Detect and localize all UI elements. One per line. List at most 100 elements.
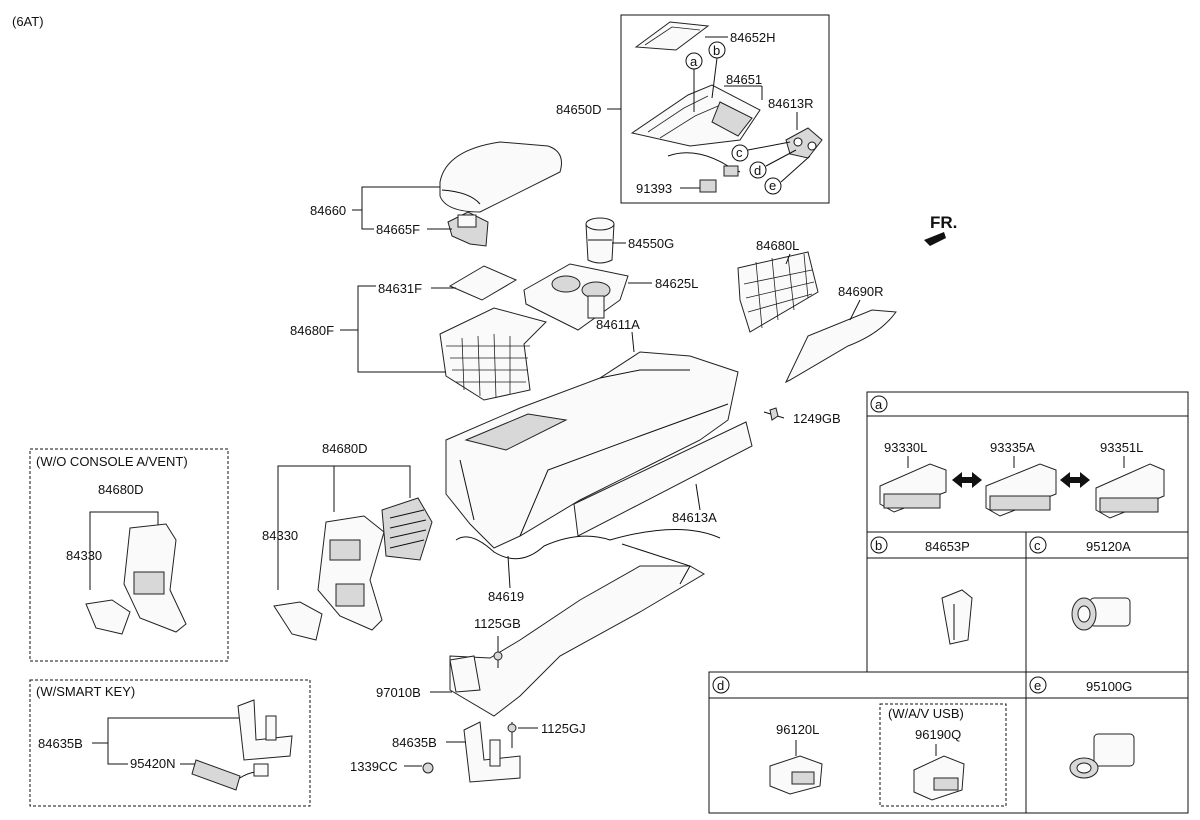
antenna-95420N: [191, 759, 269, 791]
callout-84613R: 84613R: [768, 96, 814, 111]
part-96120L: 96120L: [776, 722, 819, 737]
air-duct-97010B: [449, 543, 705, 717]
side-cover-84613A: [573, 421, 753, 537]
console-body-84611A: [445, 351, 739, 549]
letter-d-top: [749, 161, 767, 179]
table-letter-c: [1029, 536, 1047, 554]
inset-trim-84680D: [123, 523, 187, 633]
bolt-1125GB: [493, 636, 503, 668]
callout-84635B: 84635B: [392, 735, 437, 750]
front-arrow-icon: [924, 232, 946, 246]
swap-arrow-icon-1: [952, 472, 982, 488]
letter-d-label: d: [754, 163, 761, 178]
callout-84651: 84651: [726, 72, 762, 87]
swap-arrow-icon-2: [1060, 472, 1090, 488]
table-letter-c-label: c: [1034, 538, 1041, 553]
rear-vent-grille: [381, 497, 433, 561]
switch-93330L: [879, 463, 947, 513]
callout-84650D: 84650D: [556, 102, 602, 117]
switch-93351L: [1095, 463, 1165, 519]
console-upper-cover-84651: [630, 84, 761, 147]
switch-panel-84613R: [785, 127, 823, 159]
part-93335A: 93335A: [990, 440, 1035, 455]
usb-jack-96190Q: [913, 755, 965, 801]
hinge-84665F: [447, 211, 489, 247]
callout-91393: 91393: [636, 181, 672, 196]
table-letter-b: [870, 536, 888, 554]
harness-84619: [455, 528, 721, 560]
letter-b-label: b: [713, 43, 720, 58]
inset-callout-84330: 84330: [66, 548, 102, 563]
part-96190Q: 96190Q: [915, 727, 961, 742]
letter-c-label: c: [736, 145, 743, 160]
letter-e-top: [764, 177, 782, 195]
side-panel-84680L: [737, 251, 819, 333]
rear-trim-84680D: [317, 515, 385, 631]
callout-1339CC: 1339CC: [350, 759, 398, 774]
callout-84619: 84619: [488, 589, 524, 604]
part-84653P: 84653P: [925, 539, 970, 554]
table-letter-d-label: d: [717, 678, 724, 693]
clip-84653P: [941, 589, 973, 645]
callout-84330-main: 84330: [262, 528, 298, 543]
callout-84660: 84660: [310, 203, 346, 218]
armrest-84660: [439, 141, 562, 213]
inset-smart-key-box: [29, 679, 311, 807]
shift-bezel-84652H: [634, 21, 710, 51]
callout-97010B: 97010B: [376, 685, 421, 700]
table-letter-e-label: e: [1034, 678, 1041, 693]
rear-cover-84330: [273, 601, 323, 641]
part-93351L: 93351L: [1100, 440, 1143, 455]
callout-84680D-main: 84680D: [322, 441, 368, 456]
wiring-91393: [667, 152, 741, 193]
variant-label: (6AT): [12, 14, 44, 29]
letter-e-label: e: [769, 178, 776, 193]
callout-84625L: 84625L: [655, 276, 698, 291]
usb-subbox-title: (W/A/V USB): [888, 706, 964, 721]
cup-insert-84550G: [585, 217, 615, 264]
table-letter-a: [870, 395, 888, 413]
table-letter-e: [1029, 676, 1047, 694]
table-letter-a-label: a: [875, 397, 883, 412]
callout-84631F: 84631F: [378, 281, 422, 296]
side-panel-84690R: [784, 309, 897, 384]
part-95120A: 95120A: [1086, 539, 1131, 554]
callout-84690R: 84690R: [838, 284, 884, 299]
callout-84665F: 84665F: [376, 222, 420, 237]
letter-c-top: [731, 144, 749, 162]
clip-1339CC: [422, 762, 434, 774]
storage-bin-84680F: [439, 307, 547, 401]
callout-84652H: 84652H: [730, 30, 776, 45]
inset-smart-key-title: (W/SMART KEY): [36, 684, 135, 699]
callout-1125GJ: 1125GJ: [541, 721, 586, 736]
callout-1125GB: 1125GB: [474, 616, 521, 631]
bracket-84635B: [463, 721, 521, 783]
letter-a-label: a: [690, 54, 698, 69]
part-93330L: 93330L: [884, 440, 927, 455]
table-letter-d: [712, 676, 730, 694]
part-95100G: 95100G: [1086, 679, 1132, 694]
jack-96120L: [769, 755, 823, 795]
inset-callout-95420N: 95420N: [130, 756, 176, 771]
callout-84611A: 84611A: [596, 317, 640, 332]
bolt-1249GB: [763, 407, 785, 421]
callout-1249GB: 1249GB: [793, 411, 841, 426]
socket-95120A: [1071, 597, 1131, 631]
inset-cover-84330: [85, 599, 131, 635]
detail-table-de: [708, 671, 1189, 814]
callout-84550G: 84550G: [628, 236, 674, 251]
front-marker: FR.: [930, 213, 957, 232]
inset-no-vent-title: (W/O CONSOLE A/VENT): [36, 454, 188, 469]
callout-84680F: 84680F: [290, 323, 334, 338]
usb-subbox: [879, 703, 1007, 807]
bolt-1125GJ: [507, 722, 517, 748]
callout-84680L: 84680L: [756, 238, 799, 253]
inset-bracket-84635B: [237, 699, 293, 761]
table-letter-b-label: b: [875, 538, 882, 553]
inset-callout-84680D: 84680D: [98, 482, 144, 497]
cup-holder-84625L: [523, 263, 629, 331]
socket-95100G: [1069, 733, 1135, 779]
callout-84613A: 84613A: [672, 510, 717, 525]
inset-callout-84635B: 84635B: [38, 736, 83, 751]
